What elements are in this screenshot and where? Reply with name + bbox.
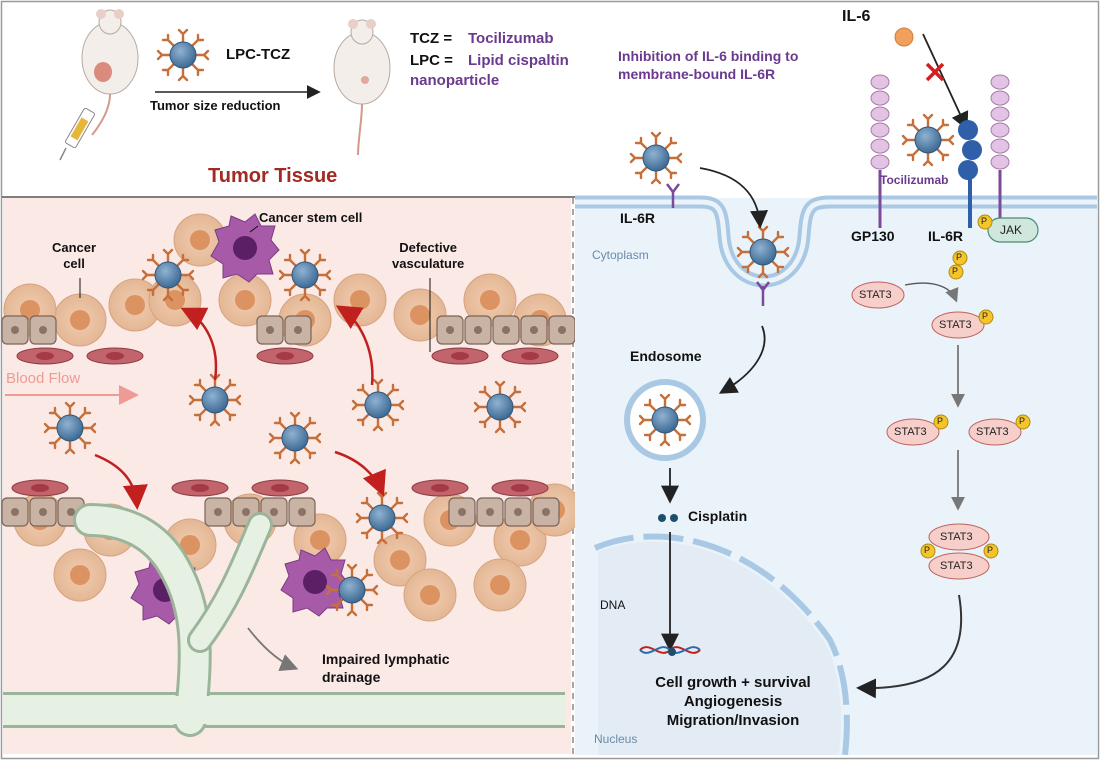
cancer-stem-cell-label: Cancer stem cell	[259, 210, 363, 225]
lpc-definition-line2: nanoparticle	[410, 72, 500, 89]
lymph-label-line1: Impaired lymphatic	[322, 651, 450, 667]
phospho-label: P	[937, 416, 944, 426]
phospho-label: P	[924, 545, 931, 555]
phospho-label: P	[987, 545, 994, 555]
cisplatin-label: Cisplatin	[688, 508, 748, 524]
nucleus-label: Nucleus	[594, 732, 638, 746]
jak-label: JAK	[1000, 223, 1023, 237]
il6r-left-label: IL-6R	[620, 210, 655, 226]
endosome-label: Endosome	[630, 348, 702, 364]
outcome-line1: Cell growth + survival	[655, 674, 811, 691]
phospho-label: P	[1019, 416, 1026, 426]
jak-phospho-label: P	[981, 216, 988, 226]
il6r-right-label: IL-6R	[928, 228, 963, 244]
lymph-label-line2: drainage	[322, 669, 381, 685]
jak-kinase	[987, 217, 1039, 243]
il6-label: IL-6	[842, 8, 871, 25]
lymphatic-drainage-label: Impaired lymphatic drainage	[322, 650, 450, 686]
stat3-label: STAT3	[859, 289, 892, 301]
mouse-before-icon	[81, 9, 139, 136]
lymphatic-vessel	[3, 503, 565, 737]
il6r-receptor-right	[958, 120, 982, 228]
tumor-tissue-title: Tumor Tissue	[208, 165, 338, 187]
stat3-label: STAT3	[976, 426, 1009, 438]
inhibition-caption-line2: membrane-bound IL-6R	[618, 66, 776, 82]
phospho-label: P	[982, 311, 989, 321]
inhibition-cross-icon	[925, 62, 945, 82]
il6r-receptor-left	[666, 183, 680, 208]
outcome-line2: Angiogenesis	[683, 693, 783, 710]
particle-label: LPC-TCZ	[226, 46, 291, 63]
nanoparticle-outside	[629, 131, 683, 185]
outcome-label: Cell growth + survival Angiogenesis Migr…	[618, 673, 848, 730]
defective-label-line1: Defective	[399, 240, 458, 255]
il6-ligand	[894, 27, 914, 47]
nanoparticle-header	[156, 28, 210, 82]
stat3-label: STAT3	[894, 426, 927, 438]
dna-label: DNA	[600, 598, 626, 612]
phospho-label: P	[952, 266, 959, 276]
stat3-label: STAT3	[940, 560, 973, 572]
tocilizumab-label: Tocilizumab	[880, 173, 949, 187]
mouse-after-icon	[333, 19, 391, 156]
stat3-label: STAT3	[939, 319, 972, 331]
blood-flow-label: Blood Flow	[6, 370, 81, 387]
gp130-receptor-right	[990, 74, 1010, 222]
inhibition-caption-line1: Inhibition of IL-6 binding to	[618, 48, 799, 64]
tumor-size-reduction-label: Tumor size reduction	[150, 98, 281, 113]
tcz-abbrev-label: TCZ =	[410, 30, 453, 47]
cancer-cell-label-line2: cell	[63, 256, 85, 271]
lpc-abbrev-label: LPC =	[410, 52, 453, 69]
phospho-label: P	[956, 252, 963, 262]
cancer-cell-label: Cancer cell	[52, 240, 96, 272]
outcome-line3: Migration/Invasion	[666, 712, 800, 729]
cancer-cell-label-line1: Cancer	[52, 240, 97, 255]
lpc-definition-line1: Lipid cispaltin	[468, 52, 569, 69]
defective-vasculature-label: Defective vasculature	[392, 240, 464, 272]
stat3-label: STAT3	[940, 531, 973, 543]
gp130-receptor	[870, 74, 890, 228]
cytoplasm-label: Cytoplasm	[592, 248, 649, 262]
nanoparticle-bound	[901, 113, 955, 167]
tcz-definition: Tocilizumab	[468, 30, 554, 47]
gp130-label: GP130	[851, 228, 895, 244]
dna-helix	[639, 646, 701, 656]
syringe-icon	[59, 107, 95, 161]
defective-label-line2: vasculature	[392, 256, 465, 271]
